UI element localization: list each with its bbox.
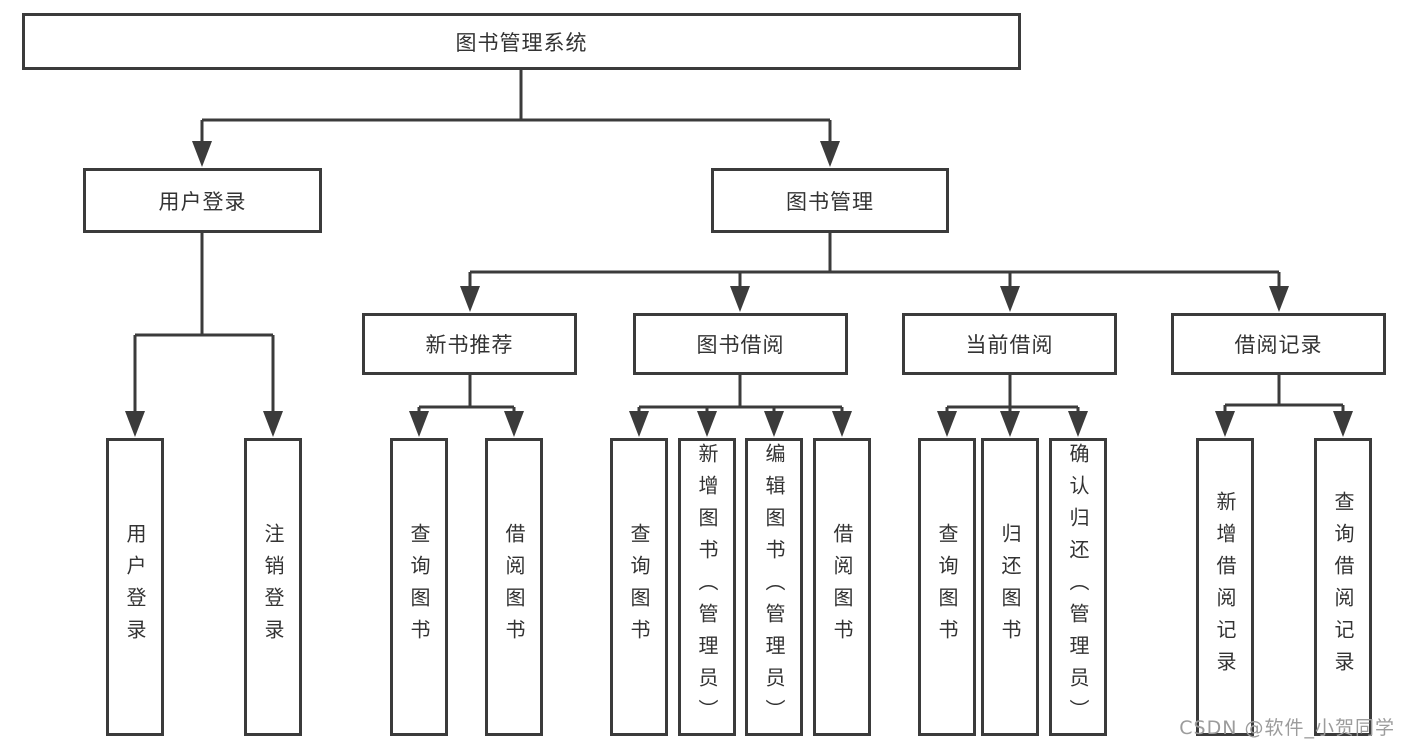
node-label: 新书推荐 [425, 333, 514, 357]
leaf-user-login: 用户登录 [106, 438, 164, 736]
node-book-borrowing: 图书借阅 [633, 313, 848, 375]
leaf-query-borrow-record: 查询借阅记录 [1314, 438, 1372, 736]
leaf-return-books: 归还图书 [981, 438, 1039, 736]
node-label: 借阅记录 [1234, 333, 1323, 357]
node-label: 编辑图书（管理员） [762, 443, 786, 731]
node-label: 当前借阅 [965, 333, 1054, 357]
node-label: 新增借阅记录 [1213, 491, 1237, 683]
node-label: 查询图书 [627, 523, 651, 651]
node-label: 借阅图书 [830, 523, 854, 651]
leaf-edit-books-admin: 编辑图书（管理员） [745, 438, 803, 736]
leaf-query-books-current: 查询图书 [918, 438, 976, 736]
node-book-management-branch: 图书管理 [711, 168, 949, 233]
node-label: 图书管理系统 [455, 30, 588, 55]
csdn-watermark: CSDN @软件_小贺同学 [1179, 717, 1395, 739]
leaf-borrow-books-borrowing: 借阅图书 [813, 438, 871, 736]
node-label: 确认归还（管理员） [1066, 443, 1090, 731]
node-current-borrowing: 当前借阅 [902, 313, 1117, 375]
node-label: 新增图书（管理员） [695, 443, 719, 731]
node-user-login-branch: 用户登录 [83, 168, 322, 233]
node-label: 借阅图书 [502, 523, 526, 651]
node-label: 查询图书 [935, 523, 959, 651]
node-label: 用户登录 [123, 523, 147, 651]
node-library-management-system: 图书管理系统 [22, 13, 1021, 70]
leaf-add-borrow-record: 新增借阅记录 [1196, 438, 1254, 736]
leaf-logout: 注销登录 [244, 438, 302, 736]
node-new-book-recommendation: 新书推荐 [362, 313, 577, 375]
node-label: 图书管理 [786, 189, 874, 214]
leaf-query-books-recommend: 查询图书 [390, 438, 448, 736]
leaf-borrow-books-recommend: 借阅图书 [485, 438, 543, 736]
node-label: 归还图书 [998, 523, 1022, 651]
leaf-add-books-admin: 新增图书（管理员） [678, 438, 736, 736]
node-label: 查询借阅记录 [1331, 491, 1355, 683]
node-label: 查询图书 [407, 523, 431, 651]
node-label: 图书借阅 [696, 333, 785, 357]
leaf-query-books-borrowing: 查询图书 [610, 438, 668, 736]
leaf-confirm-return-admin: 确认归还（管理员） [1049, 438, 1107, 736]
node-label: 用户登录 [158, 189, 247, 214]
node-borrowing-records: 借阅记录 [1171, 313, 1386, 375]
node-label: 注销登录 [261, 523, 285, 651]
